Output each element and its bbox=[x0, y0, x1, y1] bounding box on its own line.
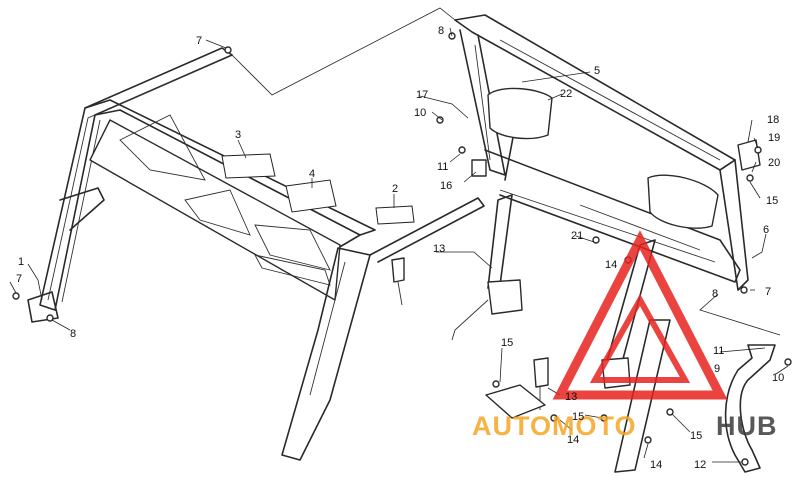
callout-21: 21 bbox=[571, 230, 583, 242]
callout-19: 19 bbox=[768, 132, 780, 144]
callout-10-right: 10 bbox=[772, 372, 784, 384]
bracket-18 bbox=[737, 139, 761, 171]
callout-14-mid: 14 bbox=[567, 434, 579, 446]
callout-8-top: 8 bbox=[438, 25, 444, 37]
callout-7-left: 7 bbox=[16, 273, 22, 285]
callout-8-right: 8 bbox=[712, 288, 718, 300]
watermark-text-right: HUB bbox=[716, 411, 778, 441]
mounting-plate bbox=[485, 384, 546, 419]
callout-2: 2 bbox=[392, 183, 398, 195]
callout-1: 1 bbox=[18, 256, 24, 268]
grab-bar bbox=[724, 344, 776, 473]
callout-8-left: 8 bbox=[70, 328, 76, 340]
watermark-text-left: AUTOMOTO bbox=[472, 411, 637, 441]
callout-7-top: 7 bbox=[196, 35, 202, 47]
callout-4: 4 bbox=[309, 168, 315, 180]
callout-12: 12 bbox=[694, 459, 706, 471]
callout-13-center: 13 bbox=[433, 243, 445, 255]
leader-lines bbox=[9, 7, 789, 463]
headrest-lower bbox=[647, 174, 719, 229]
headrest-upper bbox=[487, 87, 553, 140]
watermark-logo: AUTOMOTO HUB bbox=[472, 230, 778, 441]
callout-16: 16 bbox=[440, 180, 452, 192]
callout-7-right: 7 bbox=[765, 286, 771, 298]
sticker-3 bbox=[221, 153, 276, 179]
watermark-triangle-outer bbox=[552, 230, 728, 400]
callout-15-right: 15 bbox=[766, 195, 778, 207]
sticker-4 bbox=[285, 179, 337, 213]
callout-labels: 1 2 3 4 5 6 7 7 7 8 8 8 9 10 10 11 11 12… bbox=[16, 25, 784, 471]
callout-15-low: 15 bbox=[690, 430, 702, 442]
callout-9: 9 bbox=[714, 363, 720, 375]
rear-roll-bar-frame bbox=[454, 14, 749, 291]
callout-20: 20 bbox=[768, 157, 780, 169]
callout-17: 17 bbox=[416, 89, 428, 101]
callout-5: 5 bbox=[594, 65, 600, 77]
callout-6: 6 bbox=[763, 224, 769, 236]
watermark-triangle-inner bbox=[589, 293, 691, 383]
seat-belt-center bbox=[391, 194, 523, 341]
callout-18: 18 bbox=[767, 114, 779, 126]
callout-14-bottom: 14 bbox=[650, 459, 662, 471]
callout-13-right: 13 bbox=[565, 391, 577, 403]
callout-11-right: 11 bbox=[713, 345, 724, 357]
callout-15-left: 15 bbox=[501, 337, 513, 349]
callout-15-mid: 15 bbox=[572, 411, 584, 423]
callout-14-top: 14 bbox=[605, 259, 617, 271]
callout-22: 22 bbox=[560, 88, 572, 100]
callout-3: 3 bbox=[235, 129, 241, 141]
callout-11-top: 11 bbox=[437, 161, 448, 173]
callout-10-top: 10 bbox=[414, 107, 426, 119]
sticker-2 bbox=[375, 205, 415, 225]
